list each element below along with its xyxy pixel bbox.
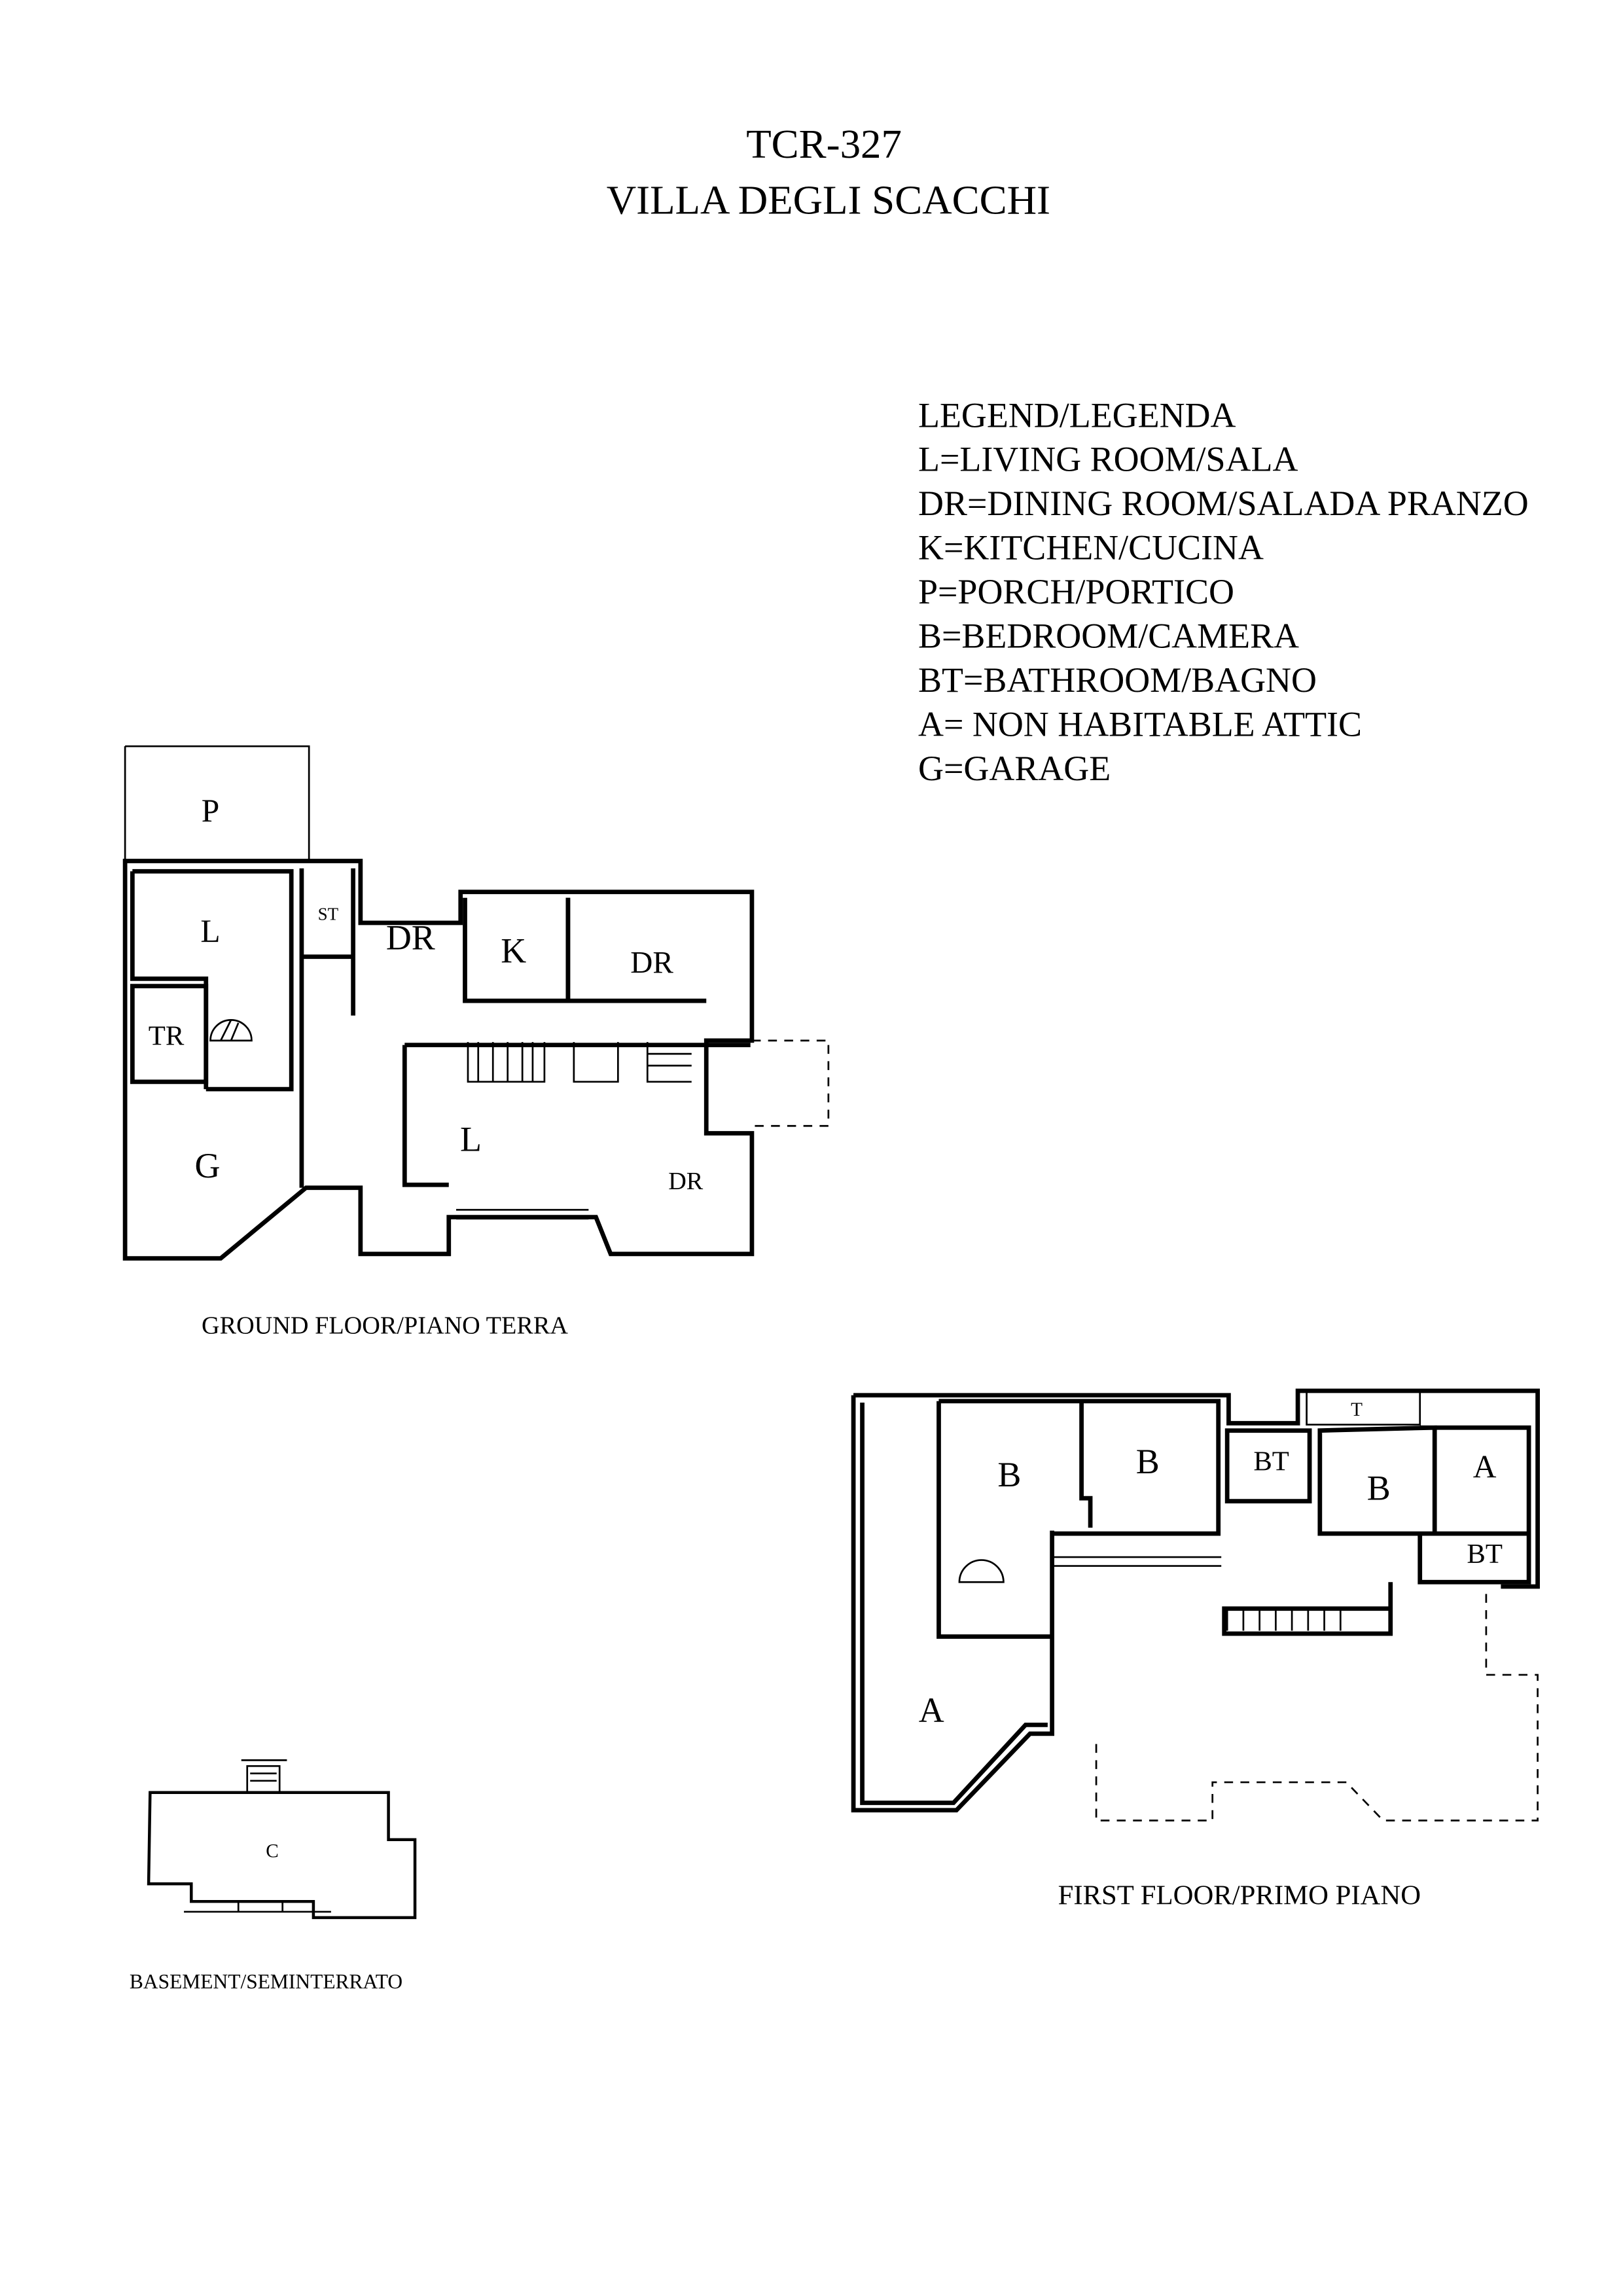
- room-label-a: A: [1473, 1449, 1497, 1485]
- legend-item: A= NON HABITABLE ATTIC: [918, 704, 1362, 744]
- room-label-bt: BT: [1253, 1446, 1289, 1477]
- room-label-g: G: [195, 1146, 221, 1185]
- legend-item: DR=DINING ROOM/SALADA PRANZO: [918, 484, 1529, 523]
- room-label-l: L: [460, 1119, 482, 1158]
- legend-item: L=LIVING ROOM/SALA: [918, 440, 1298, 479]
- room-label-b: B: [1367, 1468, 1391, 1507]
- room-label-tr: TR: [149, 1021, 185, 1052]
- basement-plan: C BASEMENT/SEMINTERRATO: [130, 1759, 417, 1993]
- room-label-a: A: [919, 1691, 944, 1730]
- room-label-bt: BT: [1467, 1539, 1503, 1570]
- room-label-b: B: [1136, 1442, 1160, 1481]
- title-name: VILLA DEGLI SCACCHI: [607, 177, 1050, 223]
- first-floor-plan: B B BT B A T BT A FIRST FLOOR/PRIMO PIAN…: [851, 1388, 1540, 1911]
- legend-item: P=PORCH/PORTICO: [918, 572, 1234, 611]
- ground-floor-plan: P L ST DR K DR TR L G DR GROUND FLOOR/PI…: [122, 745, 830, 1339]
- room-label-b: B: [997, 1455, 1021, 1494]
- legend-item: B=BEDROOM/CAMERA: [918, 617, 1299, 656]
- legend-item: K=KITCHEN/CUCINA: [918, 528, 1264, 567]
- basement-caption: BASEMENT/SEMINTERRATO: [130, 1970, 402, 1993]
- legend: LEGEND/LEGENDA L=LIVING ROOM/SALA DR=DIN…: [918, 395, 1529, 788]
- room-label-c: C: [266, 1841, 279, 1862]
- room-label-dr: DR: [386, 918, 435, 957]
- title-code: TCR-327: [746, 121, 902, 167]
- room-label-l: L: [200, 913, 220, 949]
- room-label-dr: DR: [668, 1168, 704, 1195]
- legend-heading: LEGEND/LEGENDA: [918, 395, 1236, 435]
- room-label-st: ST: [318, 904, 339, 924]
- ground-floor-caption: GROUND FLOOR/PIANO TERRA: [202, 1312, 568, 1339]
- room-label-k: K: [501, 931, 526, 971]
- first-floor-caption: FIRST FLOOR/PRIMO PIANO: [1058, 1880, 1421, 1911]
- room-label-t: T: [1351, 1399, 1363, 1420]
- legend-item: G=GARAGE: [918, 749, 1111, 788]
- legend-item: BT=BATHROOM/BAGNO: [918, 660, 1317, 700]
- room-label-p: P: [202, 793, 220, 829]
- room-label-dr: DR: [630, 946, 673, 980]
